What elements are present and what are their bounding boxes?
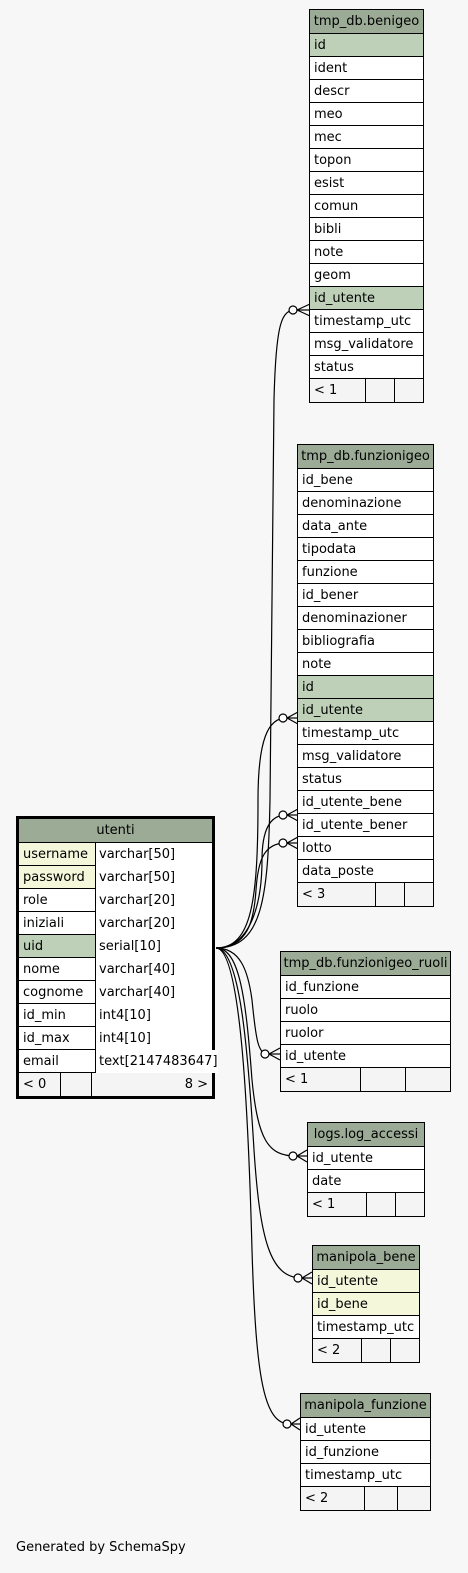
table-footer: < 1 [310,379,423,402]
column-row: id_bene [313,1293,419,1316]
rel-funzionigeo-id-utente-bener [215,842,287,949]
column-row: date [308,1170,424,1193]
column-row: id_bene [298,469,433,492]
column-row: bibliografia [298,630,433,653]
column-row: esist [310,172,423,195]
table-footer: < 2 [313,1339,419,1362]
column-row: timestamp_utc [301,1464,430,1487]
column-row: id_utente_bene [298,791,433,814]
table-header: tmp_db.funzionigeo [298,445,433,469]
rel-funzionigeo-id-utente [215,717,287,949]
column-row: geom [310,264,423,287]
column-row: lotto [298,837,433,860]
table-header: logs.log_accessi [308,1123,424,1147]
table-manipola-funzione[interactable]: manipola_funzione id_utente id_funzione … [300,1393,431,1511]
rel-manipola-funzione [215,947,291,1425]
table-header: utenti [19,819,212,843]
column-row: bibli [310,218,423,241]
column-row: id [298,676,433,699]
table-funzionigeo[interactable]: tmp_db.funzionigeo id_bene denominazione… [297,444,434,907]
rel-benigeo [215,309,297,949]
rel-funzionigeo-id-utente-bene [215,814,287,949]
column-row: id_utente [313,1270,419,1293]
column-row: data_poste [298,860,433,883]
column-row: note [310,241,423,264]
table-footer: < 2 [301,1487,430,1510]
column-row: id_utente [281,1045,450,1068]
column-row: status [310,356,423,379]
column-row: id_bener [298,584,433,607]
table-header: manipola_bene [313,1246,419,1270]
column-row: id_utente [298,699,433,722]
column-row: data_ante [298,515,433,538]
table-funzionigeo-ruoli[interactable]: tmp_db.funzionigeo_ruoli id_funzione ruo… [280,951,451,1092]
column-row: id_utente [308,1147,424,1170]
table-footer: < 3 [298,883,433,906]
column-row: id [310,34,423,57]
column-row: status [298,768,433,791]
column-row: comun [310,195,423,218]
table-benigeo[interactable]: tmp_db.benigeo id ident descr meo mec to… [309,9,424,403]
column-row: descr [310,80,423,103]
column-row: timestamp_utc [310,310,423,333]
column-row: timestamp_utc [313,1316,419,1339]
column-row: mec [310,126,423,149]
column-row: denominazioner [298,607,433,630]
column-row: id_funzione [281,976,450,999]
table-log-accessi[interactable]: logs.log_accessi id_utente date < 1 [307,1122,425,1217]
column-row: tipodata [298,538,433,561]
column-row: id_utente [310,287,423,310]
generated-by-label: Generated by SchemaSpy [16,1540,186,1555]
column-row: ident [310,57,423,80]
column-row: note [298,653,433,676]
table-header: manipola_funzione [301,1394,430,1418]
column-row: denominazione [298,492,433,515]
column-row: timestamp_utc [298,722,433,745]
column-row: ruolor [281,1022,450,1045]
column-row: topon [310,149,423,172]
column-row: msg_validatore [298,745,433,768]
column-row: meo [310,103,423,126]
table-manipola-bene[interactable]: manipola_bene id_utente id_bene timestam… [312,1245,420,1363]
column-row: id_utente_bener [298,814,433,837]
column-row: id_funzione [301,1441,430,1464]
column-row: msg_validatore [310,333,423,356]
column-row: funzione [298,561,433,584]
table-header: tmp_db.funzionigeo_ruoli [281,952,450,976]
table-footer: < 1 [308,1193,424,1216]
table-header: tmp_db.benigeo [310,10,423,34]
column-row: id_utente [301,1418,430,1441]
rel-funzionigeo-ruoli [215,947,269,1055]
column-row: ruolo [281,999,450,1022]
table-footer: < 1 [281,1068,450,1091]
